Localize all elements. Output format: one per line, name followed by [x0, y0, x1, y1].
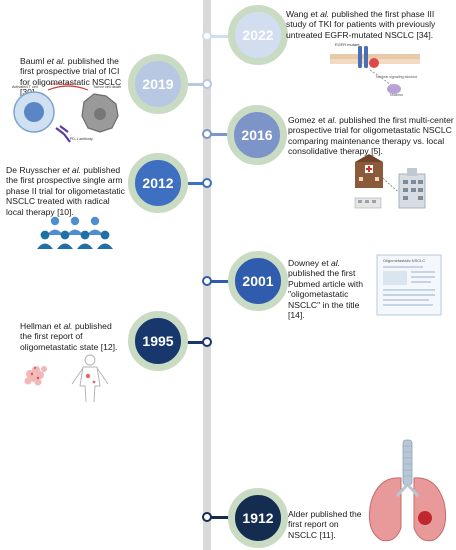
- svg-text:Activated T cell: Activated T cell: [12, 85, 38, 89]
- svg-text:Nucleus: Nucleus: [390, 93, 403, 97]
- connector-2022: [207, 35, 233, 38]
- human-body-icon: [24, 354, 109, 403]
- event-text-2012: De Ruysscher et al. published the first …: [6, 165, 125, 217]
- connector-2012: [183, 182, 207, 185]
- timeline-node-2012: [202, 178, 212, 188]
- document-icon: Oligometastatic NSCLC: [376, 254, 442, 316]
- year-badge-2012: 2012: [128, 153, 188, 213]
- svg-text:Immune attack: Immune attack: [50, 82, 75, 86]
- timeline-spine: [203, 0, 211, 550]
- year-badge-2019: 2019: [128, 54, 188, 114]
- svg-text:Tumor cell death: Tumor cell death: [93, 85, 121, 89]
- event-text-2022: Wang et al. published the first phase II…: [286, 9, 436, 40]
- svg-text:Nuclear signaling blocked: Nuclear signaling blocked: [376, 75, 417, 79]
- connector-1912: [207, 516, 233, 519]
- patient-group-icon: [37, 216, 113, 249]
- connector-2016: [207, 133, 233, 136]
- lungs-icon: [368, 439, 447, 542]
- timeline-node-2001: [202, 276, 212, 286]
- connector-2019: [183, 83, 207, 86]
- year-badge-1995: 1995: [128, 311, 188, 371]
- year-badge-2016: 2016: [227, 105, 287, 165]
- timeline-node-2016: [202, 129, 212, 139]
- immune-checkpoint-icon: Activated T cell Immune attack Tumor cel…: [12, 82, 121, 143]
- year-badge-2001: 2001: [228, 251, 288, 311]
- year-badge-2022: 2022: [228, 5, 288, 65]
- connector-1995: [183, 341, 207, 344]
- event-text-1912: Alder published the first report on NSCL…: [288, 509, 362, 540]
- timeline-node-2022: [202, 31, 212, 41]
- connector-2001: [207, 280, 233, 283]
- hospital-buildings-icon: [354, 154, 426, 209]
- timeline-node-1995: [202, 337, 212, 347]
- timeline-node-1912: [202, 512, 212, 522]
- event-text-1995: Hellman et al. published the first repor…: [20, 321, 118, 352]
- event-text-2016: Gomez et al. published the first multi-c…: [288, 115, 454, 157]
- svg-text:PD-1 antibody: PD-1 antibody: [70, 137, 93, 141]
- egfr-receptor-icon: EGFR mutant Nuclear signaling blocked Nu…: [330, 42, 420, 97]
- timeline-node-2019: [202, 79, 212, 89]
- event-text-2001: Downey et al. published the first Pubmed…: [288, 258, 363, 321]
- svg-text:EGFR mutant: EGFR mutant: [335, 42, 360, 47]
- svg-text:Oligometastatic NSCLC: Oligometastatic NSCLC: [383, 258, 425, 263]
- year-badge-1912: 1912: [228, 488, 288, 548]
